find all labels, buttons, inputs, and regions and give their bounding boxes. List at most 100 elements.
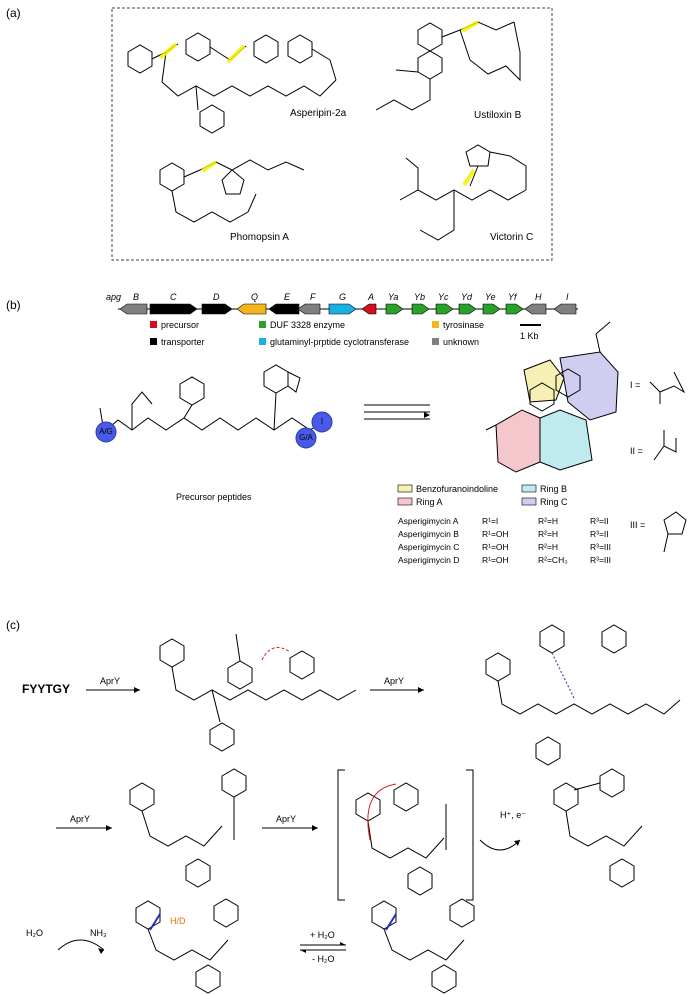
precursor-peptide-structure xyxy=(99,364,329,433)
scheme-structure-7 xyxy=(371,898,475,994)
peptide-ball-2-label: G/A xyxy=(299,433,313,442)
compound-name-ustiloxin: Ustiloxin B xyxy=(474,110,522,121)
gene-F-arrow xyxy=(297,303,321,315)
gene-Q-arrow xyxy=(236,303,267,315)
hplus-label: H⁺, e⁻ xyxy=(500,810,527,820)
row-name: Asperigimycin C xyxy=(398,542,460,552)
asperipin-highlight-1 xyxy=(158,42,178,60)
dashed-bond-1 xyxy=(551,652,575,699)
gene-Yf-arrow xyxy=(505,303,524,315)
peptide-ball-3 xyxy=(311,411,333,433)
bracket-left xyxy=(337,769,345,901)
peptide-ball-2 xyxy=(295,427,317,449)
gene-Yb-arrow xyxy=(411,303,430,315)
ustiloxin-structure xyxy=(375,21,521,111)
row-r1: R¹=OH xyxy=(482,542,509,552)
legend-ringB-label: Ring B xyxy=(540,484,568,494)
bracket-right xyxy=(466,769,474,901)
peptide-ball-1 xyxy=(95,421,117,443)
hd-label: H/D xyxy=(170,916,186,926)
arrow-row3-1 xyxy=(57,939,105,951)
legend-unknown: unknown xyxy=(443,337,480,347)
legend-transporter: transporter xyxy=(161,337,205,347)
compound-name-victorin: Victorin C xyxy=(490,232,534,243)
enzyme-label-1: AprY xyxy=(100,676,121,686)
legend-swatch-duf xyxy=(259,321,266,328)
panel-a-frame xyxy=(111,7,553,261)
gene-I-arrow xyxy=(553,303,577,315)
gene-C-arrow xyxy=(149,303,198,315)
r-def-I: I = xyxy=(630,380,641,390)
row-r2: R²=H xyxy=(538,529,559,539)
legend-swatch-tyros xyxy=(432,321,439,328)
asperipin-structure xyxy=(127,32,337,134)
peptide-caption: Precursor peptides xyxy=(176,492,252,502)
nh3-label: NH₃ xyxy=(90,928,107,938)
enzyme-label-4: AprY xyxy=(276,814,297,824)
row-r3: R³=III xyxy=(590,542,612,552)
panel-label-b: (b) xyxy=(6,298,21,312)
panel-label-c: (c) xyxy=(6,618,20,632)
legend-glut: glutaminyl-prptide cyclotransferase xyxy=(270,337,410,347)
scheme-structure-2 xyxy=(485,624,681,766)
ustiloxin-highlight xyxy=(461,20,479,33)
row-name: Asperigimycin B xyxy=(398,529,459,539)
blue-bond-2 xyxy=(385,913,397,931)
victorin-structure xyxy=(399,144,527,241)
row-r1: R¹=OH xyxy=(482,555,509,565)
compound-name-phomopsin: Phomopsin A xyxy=(230,232,289,243)
row-r3: R³=III xyxy=(590,555,612,565)
legend-tyros: tyrosinase xyxy=(443,320,485,330)
gene-label-Q: Q xyxy=(251,292,259,302)
gene-label-H: H xyxy=(535,292,542,302)
gene-label-B: B xyxy=(133,292,140,302)
minus-h2o-label: - H₂O xyxy=(312,954,335,964)
row-r3: R³=II xyxy=(590,529,609,539)
scheme-structure-4 xyxy=(355,782,447,896)
enzyme-label-2: AprY xyxy=(384,676,405,686)
compound-name-asperipin: Asperipin-2a xyxy=(290,108,347,119)
asperigimycin-row-D: Asperigimycin D R¹=OH R²=CH₃ R³=III xyxy=(398,555,611,565)
gene-A-arrow xyxy=(361,303,377,315)
row-r2: R²=H xyxy=(538,542,559,552)
gene-Ya-arrow xyxy=(385,303,404,315)
asperigimycin-row-C: Asperigimycin C R¹=OH R²=H R³=III xyxy=(398,542,611,552)
gene-label-Yc: Yc xyxy=(438,292,449,302)
peptide-ball-3-label: I xyxy=(320,417,324,426)
gene-D-arrow xyxy=(201,303,233,315)
gene-G-arrow xyxy=(328,303,357,315)
gene-label-D: D xyxy=(213,292,220,302)
gene-label-Ya: Ya xyxy=(388,292,399,302)
scheme-structure-3 xyxy=(129,768,247,888)
r-def-III: III = xyxy=(630,520,646,530)
peptide-ball-1-label: A/G xyxy=(99,427,113,436)
gene-label-Yf: Yf xyxy=(508,292,517,302)
gene-label-G: G xyxy=(339,292,347,302)
scheme-structure-6 xyxy=(135,898,239,994)
legend-ringC-swatch xyxy=(521,497,537,506)
cluster-prefix: apg xyxy=(106,292,122,302)
row-r2: R²=CH₃ xyxy=(538,555,568,565)
gene-label-E: E xyxy=(284,292,291,302)
arrow-row2-3 xyxy=(479,839,521,851)
gene-B-arrow xyxy=(119,303,148,315)
gene-label-A: A xyxy=(368,292,375,302)
ring-B-shape xyxy=(539,409,593,471)
gene-Yd-arrow xyxy=(458,303,477,315)
row-r1: R¹=I xyxy=(482,516,499,526)
row-name: Asperigimycin D xyxy=(398,555,460,565)
ring-C-shape xyxy=(559,351,619,421)
legend-ringA-swatch xyxy=(397,497,413,506)
gene-label-Yd: Yd xyxy=(461,292,473,302)
legend-benzo-label: Benzofuranoindoline xyxy=(416,484,499,494)
legend-swatch-unknown xyxy=(432,338,439,345)
gene-Ye-arrow xyxy=(482,303,501,315)
scheme-structure-5 xyxy=(553,768,643,888)
red-arrow-2 xyxy=(367,783,397,841)
legend-duf: DUF 3328 enzyme xyxy=(270,320,346,330)
panel-label-a: (a) xyxy=(6,6,21,20)
gene-label-I: I xyxy=(566,292,569,302)
row-r2: R²=H xyxy=(538,516,559,526)
legend-swatch-transporter xyxy=(150,338,157,345)
